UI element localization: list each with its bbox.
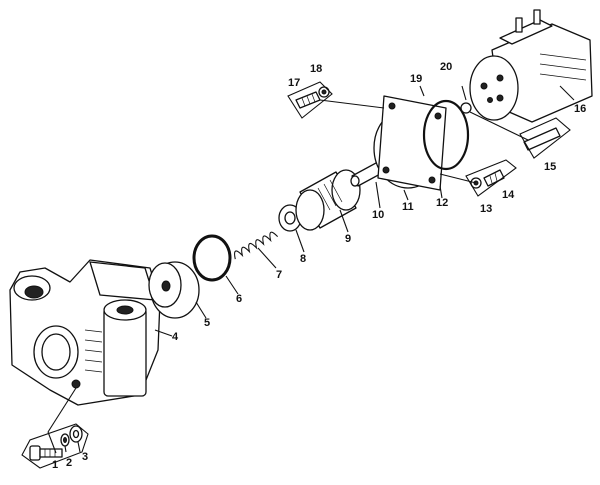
callout-11: 11 — [402, 201, 414, 213]
callout-16: 16 — [574, 103, 586, 115]
part-piston — [295, 169, 361, 231]
callout-13: 13 — [480, 203, 492, 215]
part-spring — [234, 231, 279, 260]
part-nut — [460, 102, 472, 114]
callout-3: 3 — [82, 451, 88, 463]
part-bolt-right — [483, 169, 505, 187]
part-washer-large — [69, 425, 83, 443]
callout-5: 5 — [204, 317, 210, 329]
callout-15: 15 — [544, 161, 556, 173]
part-square-flange — [377, 95, 447, 191]
part-motor-body — [469, 9, 593, 123]
callout-8: 8 — [300, 253, 306, 265]
part-gasket — [422, 99, 470, 171]
callout-18: 18 — [310, 63, 322, 75]
leader-lines — [47, 85, 575, 454]
callout-1: 1 — [52, 459, 58, 471]
part-screw-small — [295, 91, 321, 109]
part-end-cap — [148, 261, 200, 319]
callout-19: 19 — [410, 73, 422, 85]
part-lock-washer — [318, 86, 330, 98]
part-bolt — [29, 445, 63, 461]
part-housing — [9, 259, 161, 406]
callout-2: 2 — [66, 457, 72, 469]
callout-17: 17 — [288, 77, 300, 89]
callout-4: 4 — [172, 331, 179, 343]
part-washer-small — [60, 433, 70, 447]
part-o-ring — [192, 234, 232, 282]
callout-9: 9 — [345, 233, 351, 245]
callout-14: 14 — [502, 189, 515, 201]
callout-10: 10 — [372, 209, 384, 221]
callout-6: 6 — [236, 293, 242, 305]
callout-20: 20 — [440, 61, 452, 73]
callout-labels: 1 2 3 4 5 6 7 8 9 10 11 12 13 14 15 16 1… — [52, 61, 586, 471]
callout-7: 7 — [276, 269, 282, 281]
callout-12: 12 — [436, 197, 448, 209]
callout-boxes — [21, 81, 571, 469]
part-pin — [523, 127, 561, 151]
